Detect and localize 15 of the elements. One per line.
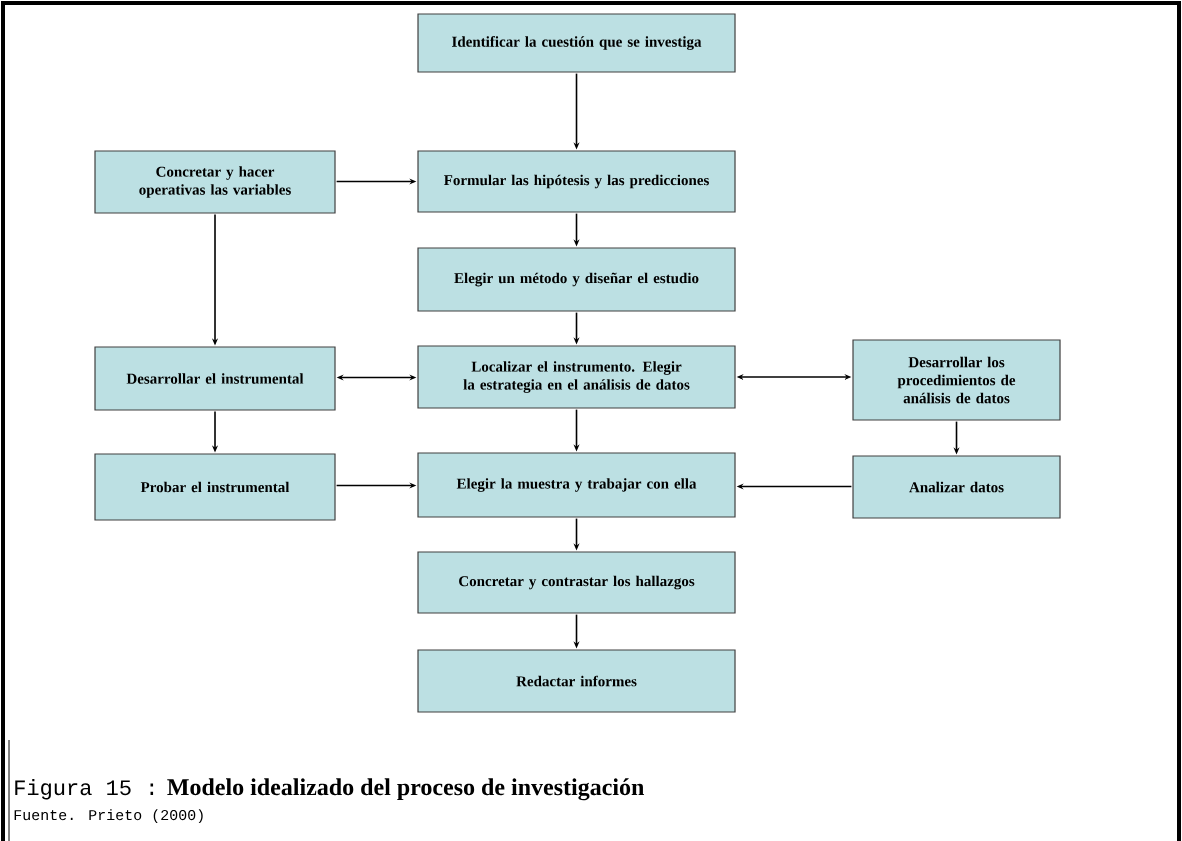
process-box: Desarrollar el instrumental xyxy=(94,346,336,411)
process-box: Concretar y contrastar los hallazgos xyxy=(417,551,736,614)
figure-number: Figura 15 : xyxy=(15,779,154,800)
figure-caption: Modelo idealizado del proceso de investigación xyxy=(167,778,644,801)
process-box: Desarrollar los procedimientos de análisis de datos xyxy=(852,339,1061,421)
process-box: Elegir la muestra y trabajar con ella xyxy=(417,452,736,518)
process-box: Probar el instrumental xyxy=(94,453,336,521)
process-box: Redactar informes xyxy=(417,649,736,713)
process-box: Concretar y hacer operativas las variables xyxy=(94,150,336,214)
process-box: Elegir un método y diseñar el estudio xyxy=(417,247,736,312)
process-box: Formular las hipótesis y las predicciones xyxy=(417,150,736,213)
process-box: Analizar datos xyxy=(852,455,1061,519)
process-box: Localizar el instrumento. Elegir la estrategia en el análisis de datos xyxy=(417,345,736,409)
process-box: Identificar la cuestión que se investiga xyxy=(417,13,736,73)
source-note: Fuente. Prieto (2000) xyxy=(14,809,203,824)
